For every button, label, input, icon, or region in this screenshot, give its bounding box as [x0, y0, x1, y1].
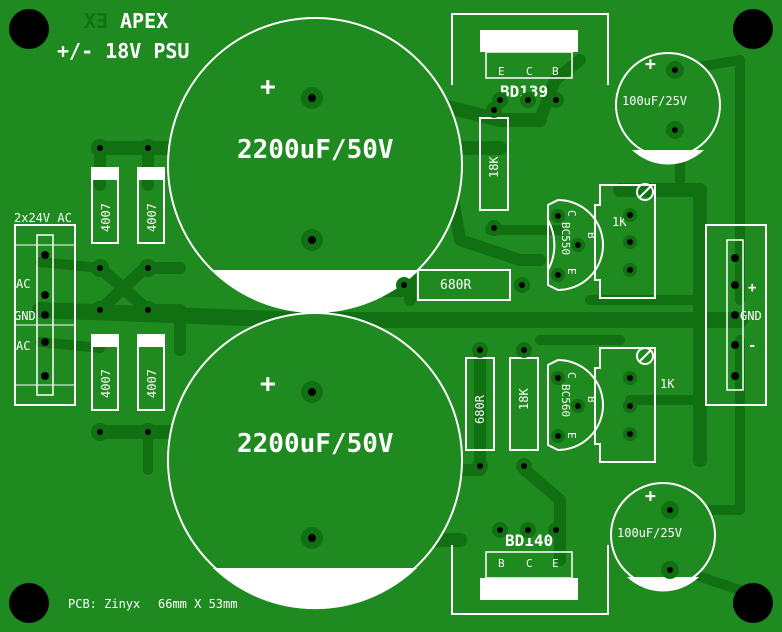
- cap-small-bottom: + 100uF/25V: [610, 482, 716, 592]
- pads: [396, 61, 684, 579]
- diodes: 4007 4007 4007 4007: [91, 139, 165, 441]
- svg-text:4007: 4007: [145, 369, 159, 398]
- cap-large-top-plus: +: [260, 72, 276, 102]
- diode-2: 4007: [137, 167, 165, 244]
- svg-text:C: C: [565, 372, 578, 379]
- svg-text:C: C: [565, 210, 578, 217]
- footer-board-size: 66mm X 53mm: [158, 597, 237, 611]
- svg-text:4007: 4007: [99, 203, 113, 232]
- output-connector: + GND -: [705, 224, 767, 406]
- title-psu: +/- 18V PSU: [57, 39, 189, 63]
- cap-large-top: + 2200uF/50V: [167, 17, 463, 313]
- svg-text:18K: 18K: [517, 388, 531, 410]
- trimmer-top: 1K: [594, 183, 656, 299]
- input-pin-ac-2: AC: [16, 339, 30, 353]
- svg-text:18K: 18K: [487, 156, 501, 178]
- svg-text:BC550: BC550: [559, 222, 572, 255]
- transistor-bd140: B C E BD140: [451, 531, 609, 615]
- cap-small-top: + 100uF/25V: [615, 52, 721, 165]
- svg-text:+: +: [645, 54, 656, 75]
- input-connector: 2x24V AC AC GND AC: [14, 211, 76, 406]
- transistor-bc560: C B BC560 E: [547, 358, 604, 452]
- svg-text:1K: 1K: [660, 377, 675, 391]
- svg-text:1K: 1K: [612, 215, 627, 229]
- svg-text:B: B: [585, 396, 598, 403]
- svg-text:BC560: BC560: [559, 384, 572, 417]
- svg-text:4007: 4007: [99, 369, 113, 398]
- cap-large-bottom: + 2200uF/50V: [167, 312, 463, 610]
- trimmer-bottom: 1K: [594, 347, 675, 463]
- svg-text:E: E: [565, 432, 578, 439]
- title-apex: APEX: [120, 9, 168, 33]
- svg-text:B: B: [552, 65, 559, 78]
- bd140-label: BD140: [505, 531, 553, 550]
- svg-text:C: C: [526, 65, 533, 78]
- diode-4: 4007: [137, 334, 165, 411]
- input-pin-ac-1: AC: [16, 277, 30, 291]
- svg-text:680R: 680R: [440, 278, 471, 293]
- diode-1: 4007: [91, 167, 119, 244]
- svg-text:C: C: [526, 557, 533, 570]
- svg-text:4007: 4007: [145, 203, 159, 232]
- cap-small-top-value: 100uF/25V: [622, 94, 687, 108]
- transistor-bc550: C B BC550 E: [547, 198, 604, 292]
- output-pin-gnd: GND: [740, 309, 762, 323]
- svg-text:E: E: [498, 65, 505, 78]
- output-pin-plus: +: [748, 280, 756, 296]
- svg-text:B: B: [585, 232, 598, 239]
- cap-small-bottom-value: 100uF/25V: [617, 526, 682, 540]
- cap-large-bottom-plus: +: [260, 369, 276, 399]
- svg-text:E: E: [565, 268, 578, 275]
- transistor-bd139: E C B BD139: [451, 13, 609, 101]
- output-pin-minus: -: [748, 338, 756, 354]
- bd139-label: BD139: [500, 82, 548, 101]
- svg-text:E: E: [552, 557, 559, 570]
- cap-large-top-value: 2200uF/50V: [237, 135, 394, 165]
- cap-large-bottom-value: 2200uF/50V: [237, 429, 394, 459]
- diode-3: 4007: [91, 334, 119, 411]
- mounting-holes: [9, 9, 773, 623]
- title-mirror-text: EX: [84, 9, 108, 33]
- input-header-label: 2x24V AC: [14, 211, 72, 225]
- resistor-680r-mid: 680R: [417, 269, 511, 301]
- input-pin-gnd: GND: [14, 309, 36, 323]
- svg-text:680R: 680R: [473, 394, 487, 424]
- svg-text:B: B: [498, 557, 505, 570]
- footer-pcb-credit: PCB: Zinyx: [68, 597, 140, 611]
- svg-text:+: +: [645, 486, 656, 507]
